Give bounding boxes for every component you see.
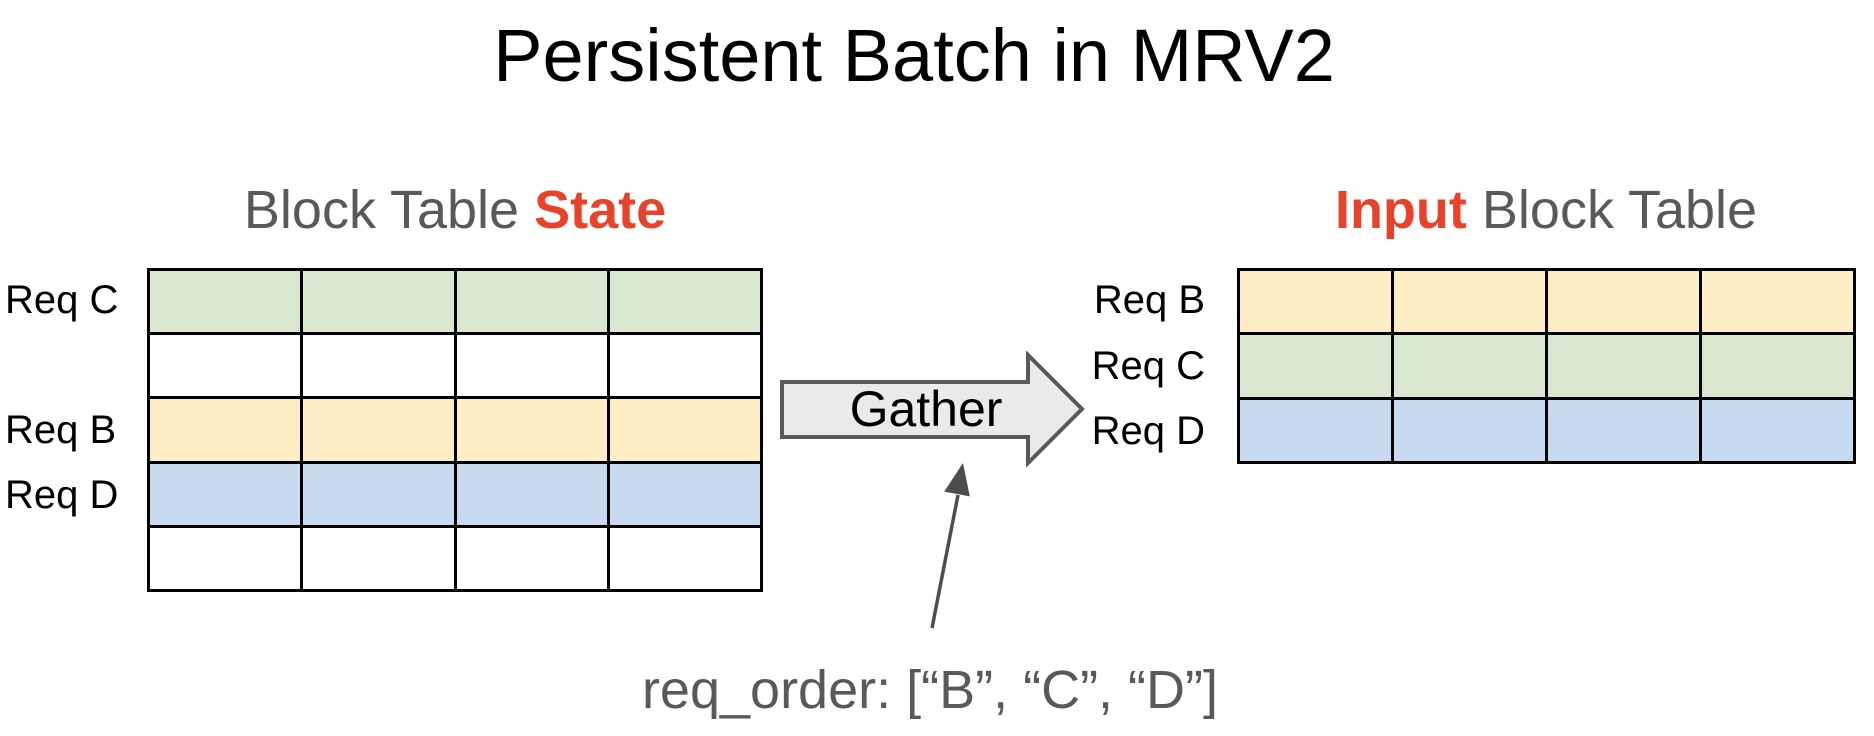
right-table-heading: Input Block Table [1246,180,1846,240]
left-row-label-req-b: Req B [5,408,117,452]
block-table-state [147,268,763,592]
table-cell [150,335,301,397]
req-order-annotation: req_order: [“B”, “C”, “D”] [641,660,1219,720]
table-cell [609,271,760,333]
table-cell [1394,335,1545,397]
table-cell [303,399,454,461]
annotation-pointer-arrow-icon [930,463,970,629]
table-cell [609,463,760,525]
table-cell [456,463,607,525]
table-cell [1240,335,1391,397]
table-cell [1240,271,1391,333]
table-cell [1394,271,1545,333]
left-row-label-req-d: Req D [5,473,119,517]
right-row-label-req-b: Req B [1093,278,1205,322]
input-block-table [1237,268,1856,464]
right-heading-normal-text: Block Table [1466,180,1758,240]
table-cell [1548,335,1699,397]
table-cell [1702,335,1853,397]
gather-block-arrow-icon [780,351,1085,467]
gather-arrow-label: Gather [849,381,1003,437]
table-cell [150,527,301,589]
page-title: Persistent Batch in MRV2 [493,14,1335,97]
table-cell [303,271,454,333]
table-cell [1548,399,1699,461]
table-cell [303,527,454,589]
table-cell [456,335,607,397]
right-heading-accent-text: Input [1334,180,1467,240]
table-cell [609,335,760,397]
table-cell [1394,399,1545,461]
left-heading-accent-text: State [534,180,667,240]
table-cell [303,335,454,397]
table-cell [1702,271,1853,333]
table-cell [1702,399,1853,461]
table-cell [609,527,760,589]
left-table-heading: Block Table State [155,180,755,240]
right-row-label-req-d: Req D [1091,409,1205,453]
table-cell [150,399,301,461]
table-cell [150,271,301,333]
left-heading-normal-text: Block Table [243,180,535,240]
table-cell [1548,271,1699,333]
table-cell [456,527,607,589]
table-cell [609,399,760,461]
table-cell [456,271,607,333]
right-row-label-req-c: Req C [1091,344,1205,388]
table-cell [1240,399,1391,461]
table-cell [150,463,301,525]
table-cell [456,399,607,461]
table-cell [303,463,454,525]
left-row-label-req-c: Req C [5,278,119,322]
